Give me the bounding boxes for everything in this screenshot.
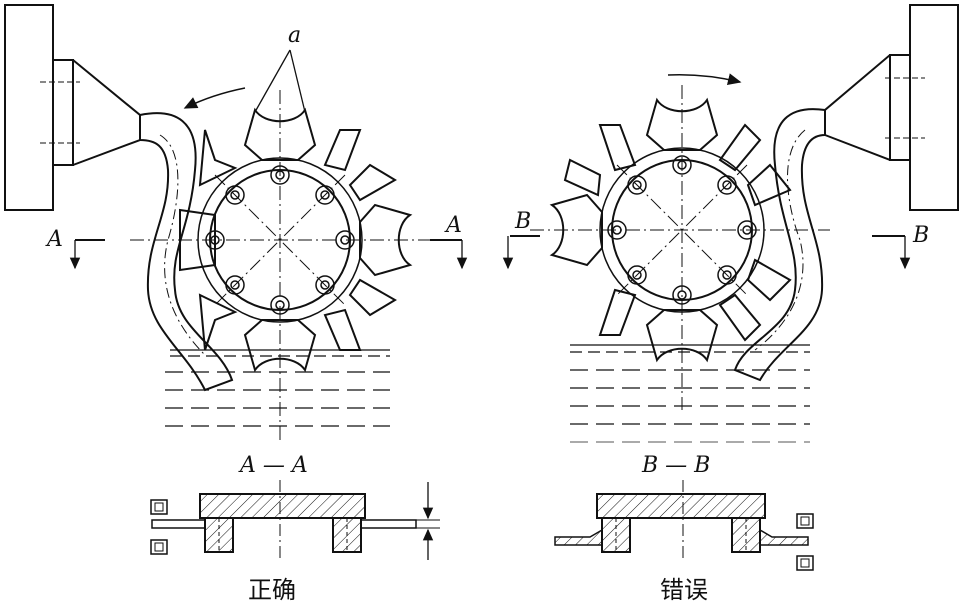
label-A-right: A (444, 213, 462, 238)
section-B-nozzle-bottom (796, 555, 814, 571)
left-pipe-centerline (159, 134, 206, 356)
section-B-title: B — B (641, 453, 710, 478)
label-A-left: A (45, 227, 63, 252)
section-B-blade-left (554, 528, 603, 546)
section-A-plate (199, 493, 366, 519)
section-B-plate (596, 493, 766, 519)
left-liquid-lines (165, 349, 390, 427)
section-A-nozzle-bottom (150, 539, 168, 555)
left-fins (179, 107, 413, 373)
left-nozzle-flange (52, 59, 74, 166)
right-pipe-centerline (754, 129, 806, 351)
section-A-nozzle-top (150, 499, 168, 515)
right-liquid-lines (570, 344, 810, 443)
left-nozzle-cone (72, 59, 141, 166)
section-A-view: A — A 正确 (150, 453, 440, 604)
section-B-blade-right (759, 528, 809, 546)
left-rotation-arrow (183, 87, 246, 109)
section-A-title: A — A (238, 453, 308, 478)
caption-correct: 正确 (248, 576, 296, 604)
section-B-view: B — B 错误 (554, 453, 814, 604)
caption-wrong: 错误 (660, 576, 708, 604)
right-rotation-arrow (667, 73, 742, 86)
right-spray-pipe (733, 108, 826, 382)
left-nozzle-block (4, 4, 54, 211)
section-A-blade-left (151, 519, 206, 529)
right-nozzle-cone (824, 54, 891, 161)
section-B-nozzle-top (796, 513, 814, 529)
label-a: a (288, 23, 301, 48)
label-B-right: B (912, 223, 929, 248)
right-assembly: B B (502, 4, 959, 443)
section-A-blade-right (360, 519, 417, 529)
leader-a-1 (254, 49, 291, 113)
label-B-left: B (514, 209, 531, 234)
right-nozzle-block (909, 4, 959, 211)
left-assembly: a A A (4, 4, 468, 440)
right-nozzle-flange (889, 54, 911, 161)
left-spray-pipe (139, 112, 234, 392)
leader-a-2 (289, 49, 306, 113)
